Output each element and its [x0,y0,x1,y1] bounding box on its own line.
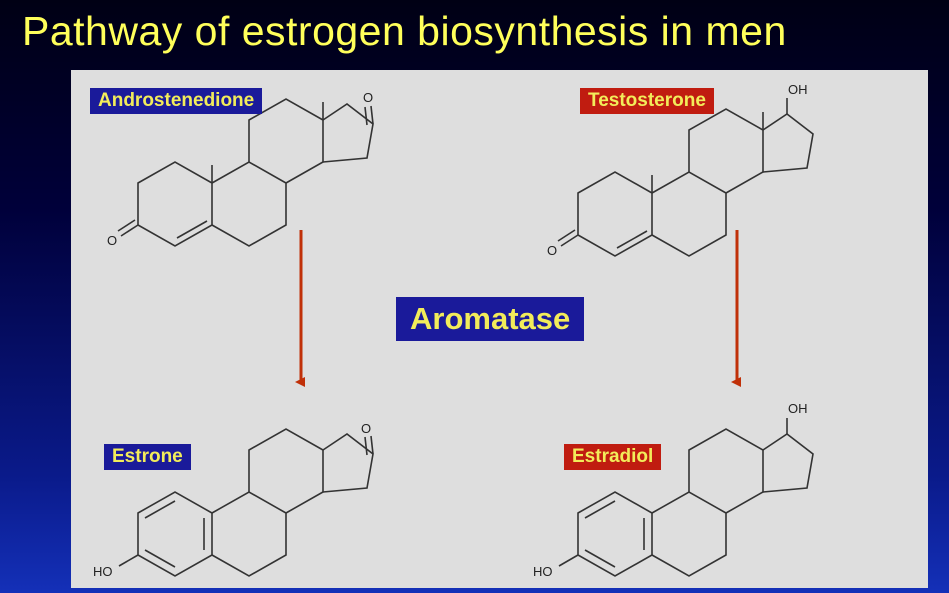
label-androstenedione: Androstenedione [90,88,263,114]
label-estrone: Estrone [104,444,191,470]
androstenedione-ketone-o: O [363,90,373,105]
estradiol-hydroxyl-oh: OH [788,401,808,416]
estrone-hydroxyl-ho: HO [93,564,113,579]
label-estradiol: Estradiol [564,444,662,470]
estradiol-hydroxyl-ho: HO [533,564,553,579]
slide-title: Pathway of estrogen biosynthesis in men [22,8,787,54]
testosterone-ketone-o-left: O [547,243,557,258]
enzyme-label-aromatase: Aromatase [396,297,585,341]
pathway-diagram: O O OH O O HO OH [93,82,814,579]
testosterone-structure: OH O [547,82,814,258]
estrone-ketone-o: O [361,421,371,436]
testosterone-hydroxyl-oh: OH [788,82,808,97]
estradiol-structure: OH HO [533,401,814,579]
label-testosterone: Testosterone [580,88,714,114]
androstenedione-structure: O O [107,90,374,248]
androstenedione-ketone-o-left: O [107,233,117,248]
diagram-panel: O O OH O O HO OH [71,70,928,588]
estrone-structure: O HO [93,421,374,579]
